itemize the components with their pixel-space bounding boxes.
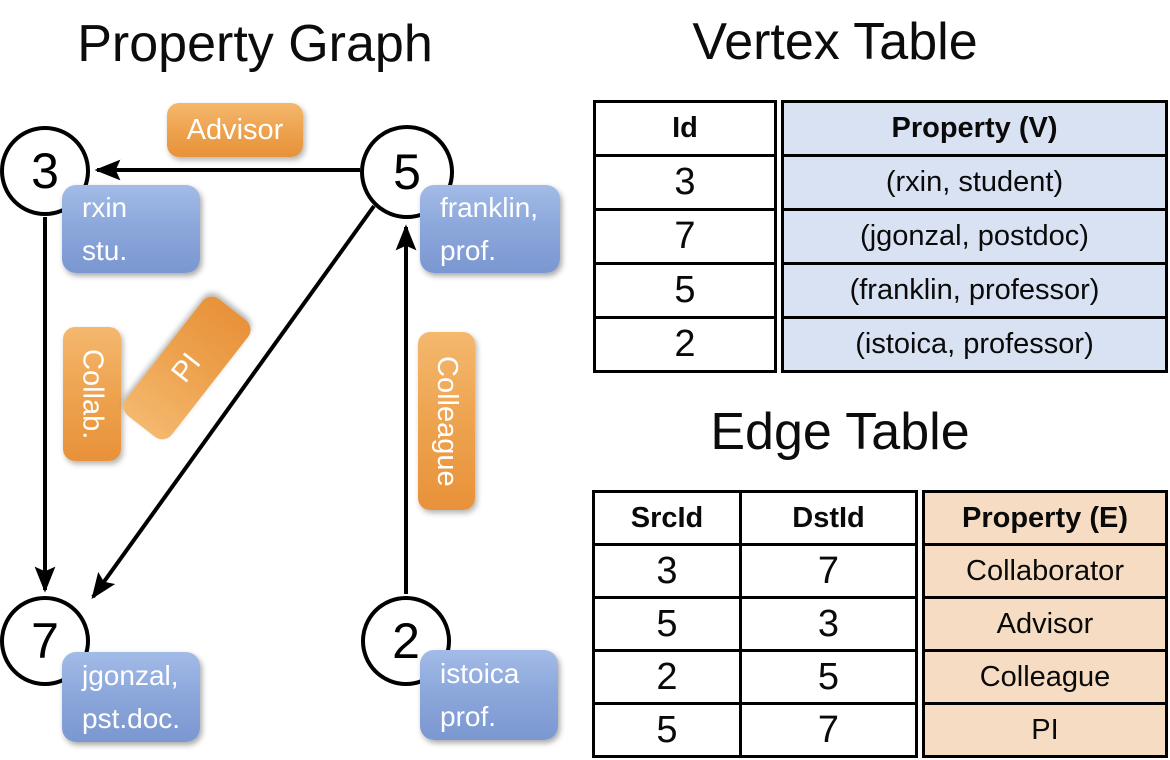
node-property-card-5: franklin, prof. — [420, 185, 560, 273]
edge-srcid-cell: 3 — [595, 546, 742, 596]
edge-srcid-cell: 5 — [595, 599, 742, 649]
edge-dstid-cell: 7 — [817, 549, 840, 592]
vertex-id-cell: 7 — [596, 208, 774, 262]
vertex-id-cell: 3 — [596, 154, 774, 208]
node-card-line: istoica — [440, 657, 520, 689]
edge-dstid-cell: 5 — [817, 655, 840, 698]
edge-label-colleague: Colleague — [418, 332, 475, 510]
vertex-property-cell: (rxin, student) — [784, 154, 1165, 208]
vertex-table-id-column: Id 3 7 5 2 — [593, 100, 777, 373]
node-property-card-3: rxin stu. — [62, 185, 200, 273]
vertex-property-cell: (franklin, professor) — [784, 262, 1165, 316]
edge-table-property-column: Property (E) Collaborator Advisor Collea… — [922, 490, 1168, 758]
edge-srcid-cell: 2 — [595, 652, 742, 702]
edge-property-cell: Advisor — [925, 596, 1165, 649]
edge-dstid-cell: 7 — [817, 708, 840, 751]
edge-label-collab: Collab. — [63, 327, 121, 461]
vertex-id-cell: 2 — [596, 316, 774, 370]
node-property-card-2: istoica prof. — [420, 650, 558, 740]
edge-table-id-columns: SrcId DstId 3 7 5 3 2 5 5 7 — [592, 490, 918, 758]
edge-label-advisor: Advisor — [167, 103, 303, 157]
node-card-line: jgonzal, — [82, 659, 179, 691]
node-card-line: franklin, — [440, 191, 539, 223]
graph-node-5: 5 — [360, 125, 454, 219]
graph-edges-layer — [34, 159, 417, 600]
edge-property-cell: Collaborator — [925, 543, 1165, 596]
vertex-table-property-column: Property (V) (rxin, student) (jgonzal, p… — [781, 100, 1168, 373]
edge-table-title: Edge Table — [710, 403, 970, 461]
graph-node-2: 2 — [361, 596, 451, 686]
edge-dstid-cell: 3 — [817, 602, 840, 645]
edge-srcid-cell: 5 — [595, 705, 742, 755]
vertex-id-cell: 5 — [596, 262, 774, 316]
vertex-table-title: Vertex Table — [692, 13, 978, 71]
node-card-line: pst.doc. — [82, 703, 181, 734]
edge-srcid-header: SrcId — [595, 493, 742, 543]
node-property-card-7: jgonzal, pst.doc. — [62, 652, 200, 742]
edge-property-header: Property (E) — [962, 501, 1128, 534]
vertex-id-header: Id — [672, 112, 698, 144]
vertex-property-cell: (jgonzal, postdoc) — [784, 208, 1165, 262]
edge-property-cell: Colleague — [925, 649, 1165, 702]
vertex-property-cell: (istoica, professor) — [784, 316, 1165, 370]
vertex-property-header: Property (V) — [891, 112, 1058, 144]
edge-dstid-header: DstId — [792, 501, 865, 534]
edge-property-cell: PI — [925, 702, 1165, 755]
node-card-line: prof. — [440, 235, 497, 266]
node-card-line: stu. — [82, 235, 128, 266]
edge-arrow-5-to-7 — [91, 204, 376, 600]
property-graph-title: Property Graph — [77, 15, 433, 73]
node-card-line: rxin — [82, 191, 128, 223]
node-card-line: prof. — [440, 701, 497, 732]
